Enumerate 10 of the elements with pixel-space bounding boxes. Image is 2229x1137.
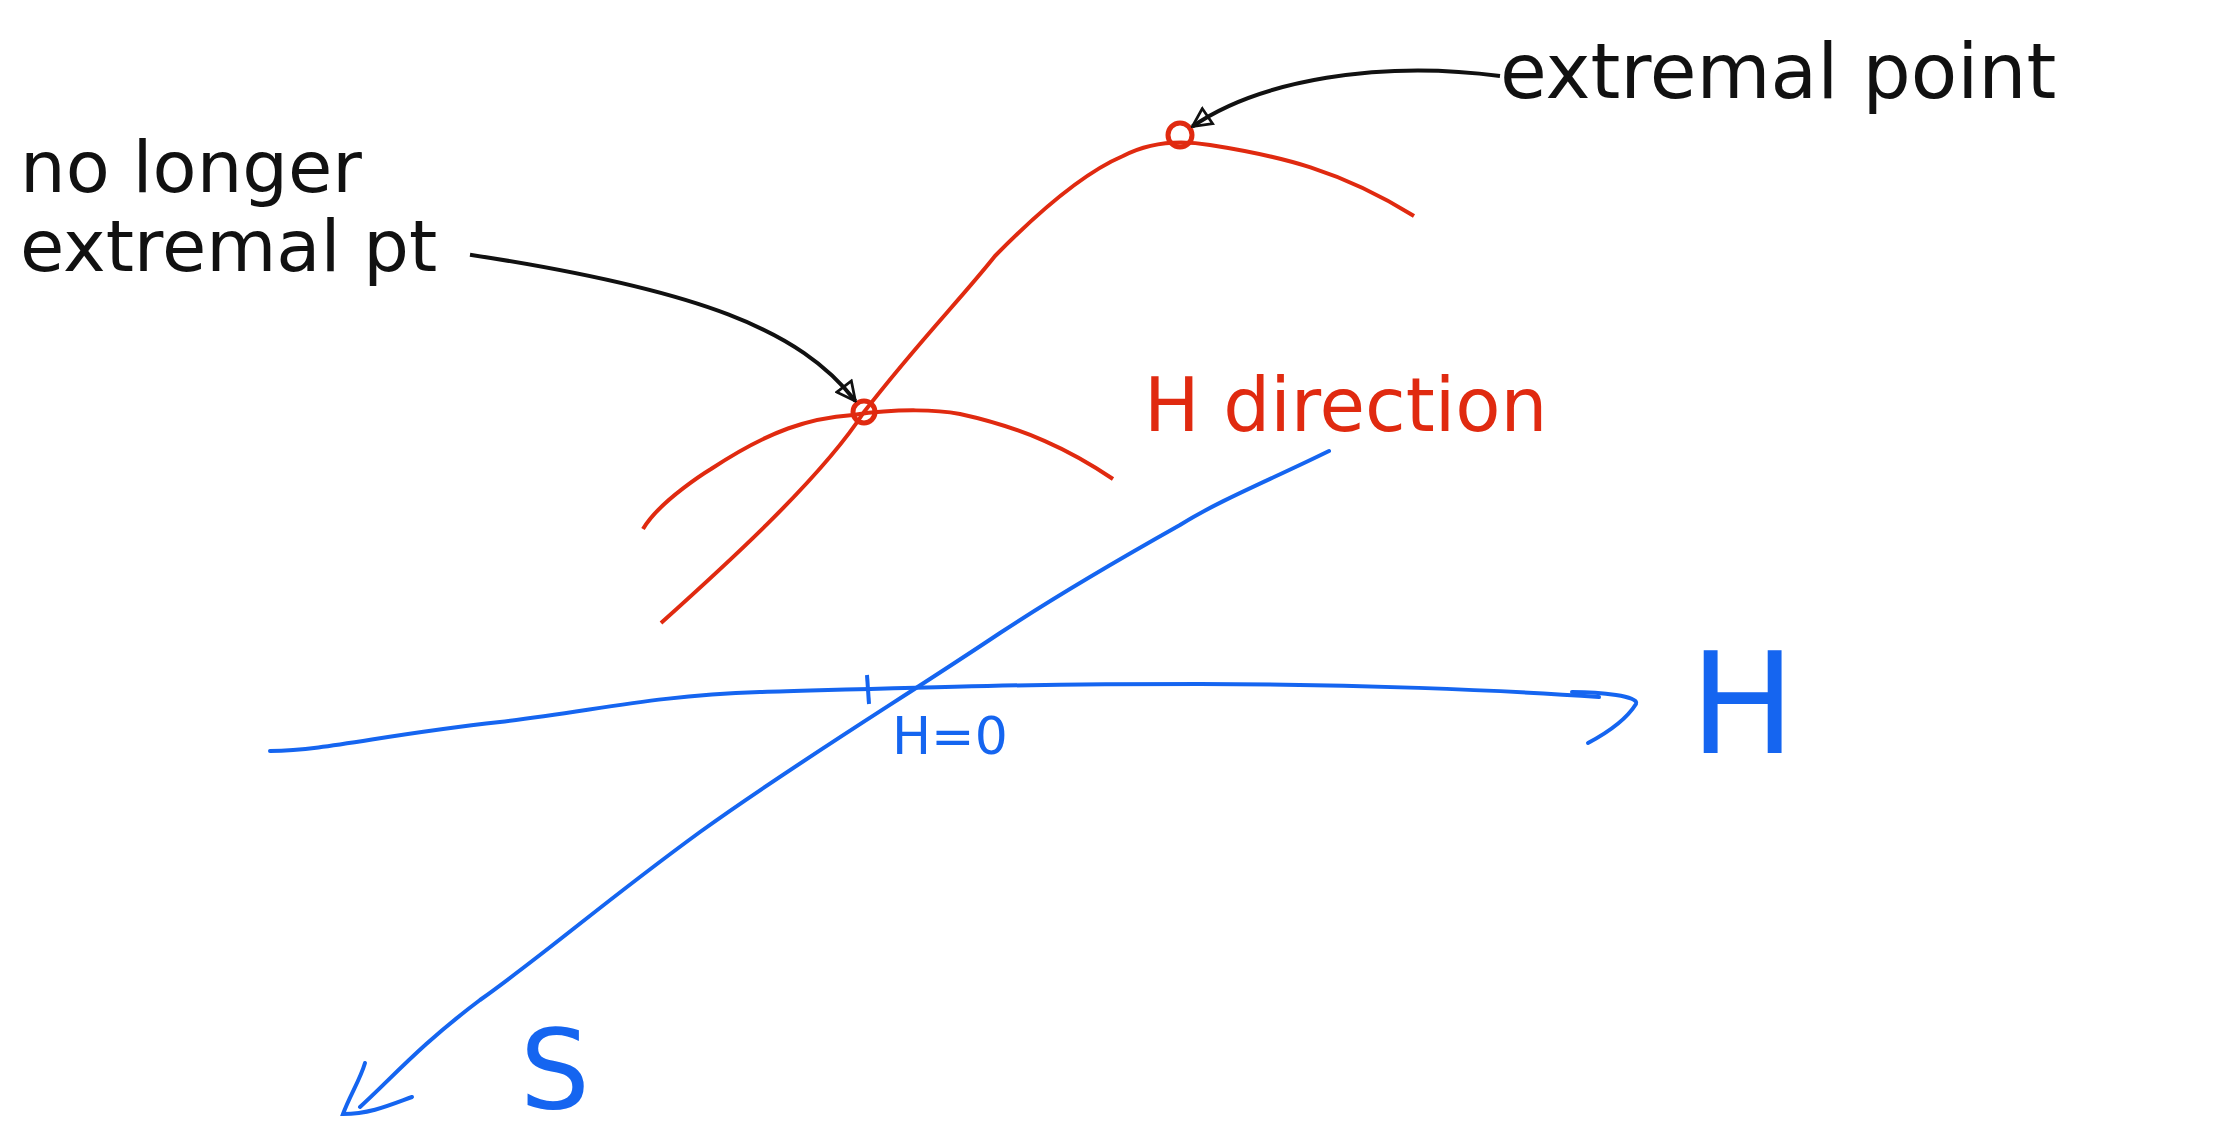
annotation-text: no longer extremal pt	[20, 128, 470, 287]
axis-label: S	[520, 1010, 590, 1131]
tick-label: H=0	[892, 708, 1008, 766]
leader-arrow	[469, 252, 857, 403]
point-marker	[1165, 120, 1195, 150]
annotation-text: extremal point	[1500, 30, 2057, 114]
axis-label: H	[1690, 628, 1796, 782]
leader-arrow	[1191, 68, 1501, 129]
curve-label: H direction	[1144, 365, 1548, 447]
point-marker	[850, 398, 878, 426]
